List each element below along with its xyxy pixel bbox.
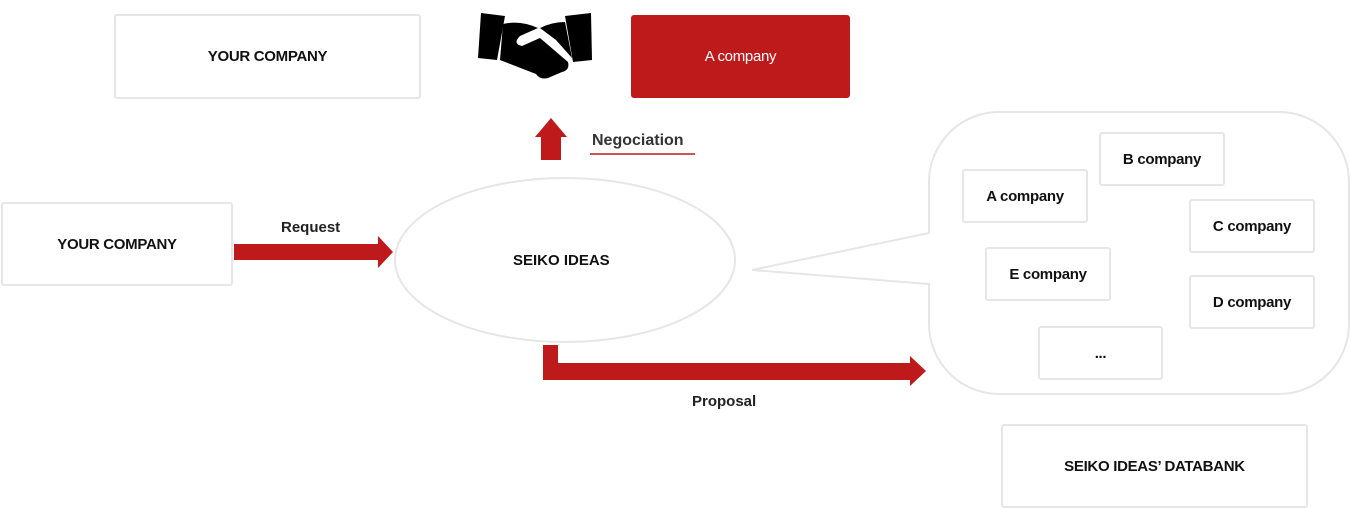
seiko-ideas-ellipse	[394, 177, 736, 343]
databank-company-e: E company	[985, 247, 1111, 301]
your-company-top-box: YOUR COMPANY	[114, 14, 421, 99]
proposal-arrow	[543, 345, 926, 386]
databank-company-b: B company	[1099, 132, 1225, 186]
request-label: Request	[281, 219, 341, 236]
databank-company-more: ...	[1038, 326, 1163, 380]
a-company-partner-box: A company	[631, 15, 850, 98]
negotiation-label: Negociation	[592, 132, 684, 149]
handshake-icon	[478, 13, 592, 79]
databank-company-d: D company	[1189, 275, 1315, 329]
your-company-box: YOUR COMPANY	[1, 202, 233, 286]
databank-company-a: A company	[962, 169, 1088, 223]
proposal-label: Proposal	[692, 393, 757, 410]
databank-company-c: C company	[1189, 199, 1315, 253]
seiko-ideas-label: SEIKO IDEAS	[513, 252, 610, 269]
negotiation-arrow	[535, 118, 567, 160]
request-arrow	[234, 236, 393, 268]
databank-label-box: SEIKO IDEAS’ DATABANK	[1001, 424, 1308, 508]
